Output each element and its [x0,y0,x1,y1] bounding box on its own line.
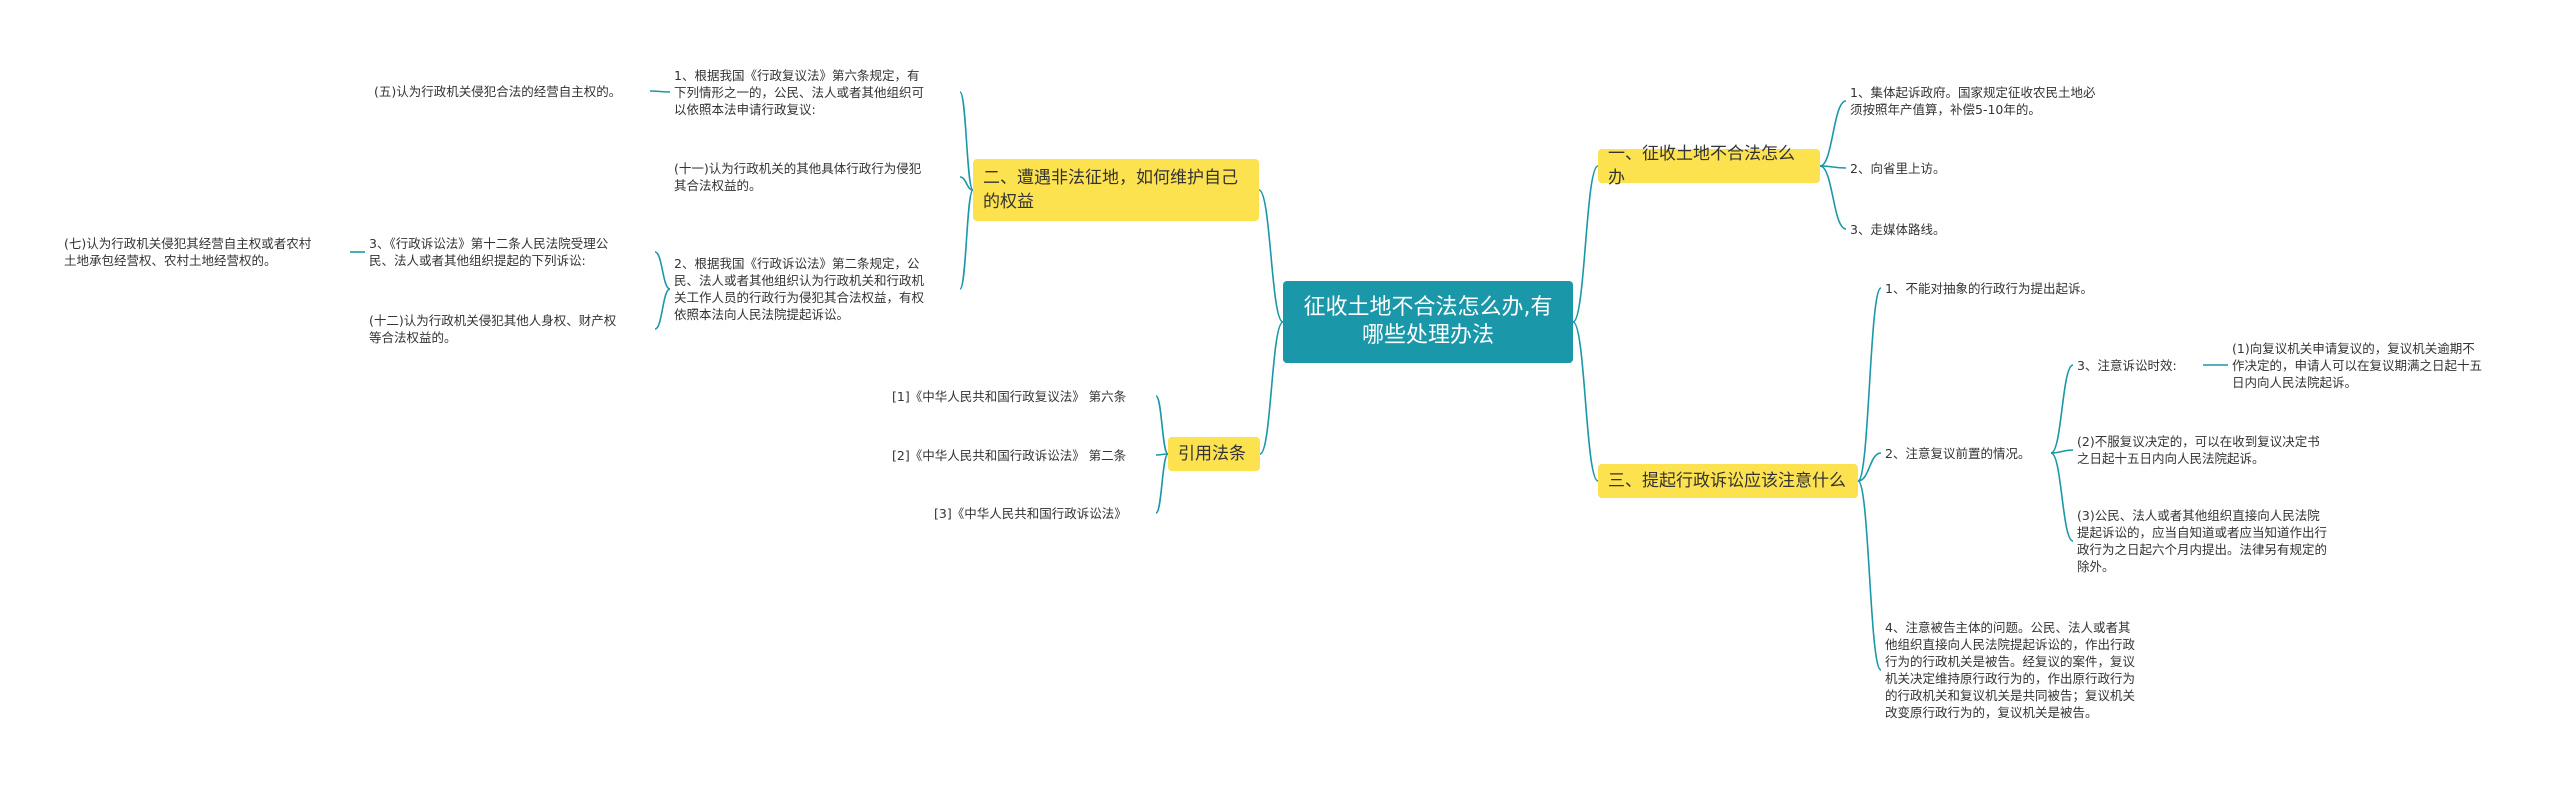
citation-litigation-law[interactable]: [3]《中华人民共和国行政诉讼法》 [934,505,1127,521]
connector [1819,100,1847,167]
root-topic[interactable]: 征收土地不合法怎么办,有哪些处理办法 [1283,281,1573,363]
branch-litigation-notes[interactable]: 三、提起行政诉讼应该注意什么 [1598,464,1858,498]
branch-label: 引用法条 [1178,444,1246,464]
citation-review-law[interactable]: [1]《中华人民共和国行政复议法》 第六条 [892,388,1127,404]
connector [1572,321,1599,482]
connector [1155,453,1169,514]
leaf-media-route: 3、走媒体路线。 [1850,221,1946,237]
connector [2050,452,2074,542]
branch-label: 二、遭遇非法征地，如何维护自己的权益 [983,168,1238,212]
leaf-review-law-art6: 1、根据我国《行政复议法》第六条规定，有 下列情形之一的，公民、法人或者其他组织… [674,67,925,117]
leaf-litigation-law-art2: 2、根据我国《行政诉讼法》第二条规定，公 民、法人或者其他组织认为行政机关和行政… [674,256,925,322]
root-topic-label: 征收土地不合法怎么办,有哪些处理办法 [1303,295,1553,348]
leaf-art12-item12: (十二)认为行政机关侵犯其他人身权、财产权 等合法权益的。 [369,313,617,345]
leaf-limitation-direct: (3)公民、法人或者其他组织直接向人民法院 提起诉讼的，应当自知道或者应当知道作… [2077,508,2328,574]
leaf-art12-item7: (七)认为行政机关侵犯其经营自主权或者农村 土地承包经营权、农村土地经营权的。 [64,236,312,268]
connector [1857,287,1882,482]
connector [1572,165,1599,323]
connector [649,90,671,93]
connector [654,251,671,290]
connector [1258,189,1284,323]
connector [2050,449,2074,454]
leaf-petition-province: 2、向省里上访。 [1850,160,1946,176]
citation-litigation-law-art2[interactable]: [2]《中华人民共和国行政诉讼法》 第二条 [892,447,1127,463]
branch-cited-laws[interactable]: 引用法条 [1168,437,1260,471]
leaf-art6-item5: (五)认为行政机关侵犯合法的经营自主权的。 [374,83,622,99]
leaf-limitation-period: 3、注意诉讼时效: [2077,357,2177,373]
leaf-collective-lawsuit: 1、集体起诉政府。国家规定征收农民土地必 须按照年产值算，补偿5-10年的。 [1850,85,2096,117]
connector [1259,321,1284,455]
leaf-abstract-act: 1、不能对抽象的行政行为提出起诉。 [1885,280,2093,296]
branch-label: 三、提起行政诉讼应该注意什么 [1608,471,1846,491]
leaf-review-precondition: 2、注意复议前置的情况。 [1885,445,2031,461]
leaf-limitation-decision: (2)不服复议决定的，可以在收到复议决定书 之日起十五日内向人民法院起诉。 [2077,434,2320,466]
connector [959,189,974,290]
connector [959,91,974,191]
branch-illegal-land-requisition[interactable]: 一、征收土地不合法怎么办 [1598,144,1820,188]
branch-protect-rights[interactable]: 二、遭遇非法征地，如何维护自己的权益 [973,159,1259,221]
connector [654,288,671,330]
connector [1819,165,1847,230]
leaf-defendant: 4、注意被告主体的问题。公民、法人或者其 他组织直接向人民法院提起诉讼的，作出行… [1885,620,2136,720]
leaf-art6-item11: (十一)认为行政机关的其他具体行政行为侵犯 其合法权益的。 [674,161,922,193]
branch-label: 一、征收土地不合法怎么办 [1608,144,1795,188]
connector [959,176,974,191]
connector [1155,395,1169,455]
connector [2050,364,2074,454]
connector [1857,452,1882,482]
connector [1819,165,1847,169]
leaf-litigation-law-art12: 3、《行政诉讼法》第十二条人民法院受理公 民、法人或者其他组织提起的下列诉讼: [369,236,609,268]
leaf-limitation-review: (1)向复议机关申请复议的，复议机关逾期不 作决定的，申请人可以在复议期满之日起… [2232,340,2483,390]
connector [1857,480,1882,671]
